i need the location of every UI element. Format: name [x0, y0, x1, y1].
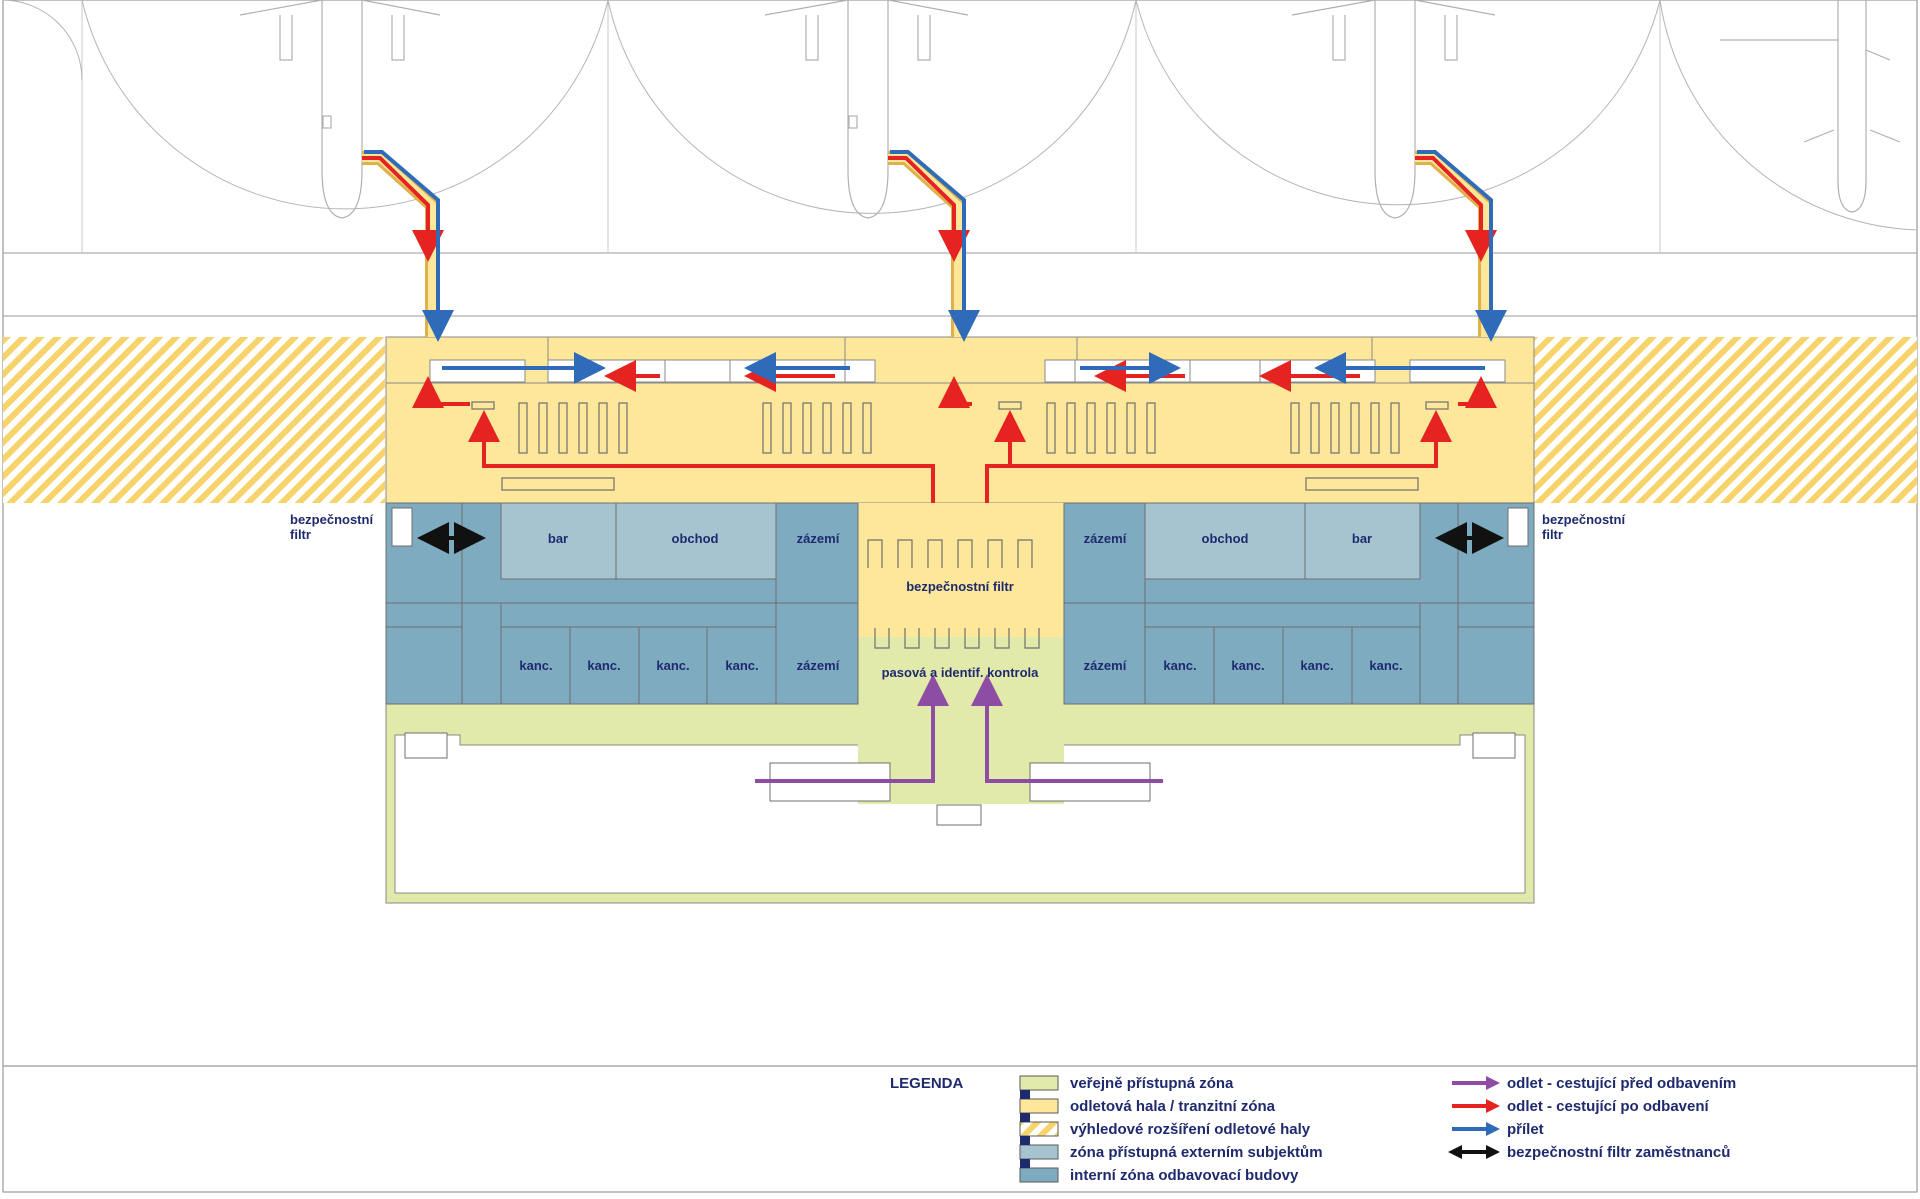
- room-right-backoffice-top: zázemí: [1084, 531, 1127, 546]
- room-left-office-1: kanc.: [519, 658, 552, 673]
- future-expansion-right: [1534, 337, 1917, 503]
- diagram-labels: bezpečnostní filtr bezpečnostní filtr be…: [290, 512, 1625, 680]
- label-security-filter-right-2: filtr: [1542, 527, 1563, 542]
- room-right-office-1: kanc.: [1163, 658, 1196, 673]
- label-security-filter-left-2: filtr: [290, 527, 311, 542]
- room-right-office-3: kanc.: [1300, 658, 1333, 673]
- public-zone: [385, 637, 1535, 904]
- room-left-shop: obchod: [672, 531, 719, 546]
- room-right-office-4: kanc.: [1369, 658, 1402, 673]
- label-security-filter-center: bezpečnostní filtr: [906, 579, 1014, 594]
- room-left-office-2: kanc.: [587, 658, 620, 673]
- aircraft-3: [1291, 0, 1496, 219]
- left-office-block: [385, 502, 859, 705]
- label-security-filter-left-1: bezpečnostní: [290, 512, 373, 527]
- room-right-backoffice-bottom: zázemí: [1084, 658, 1127, 673]
- room-right-shop: obchod: [1202, 531, 1249, 546]
- air-bridges: [362, 151, 1492, 337]
- aircraft-2: [764, 0, 969, 219]
- room-left-backoffice-top: zázemí: [797, 531, 840, 546]
- right-office-block: [1063, 502, 1535, 705]
- label-passport-control: pasová a identif. kontrola: [882, 665, 1040, 680]
- future-expansion-left: [3, 337, 385, 503]
- label-security-filter-right-1: bezpečnostní: [1542, 512, 1625, 527]
- departure-before-screening-arrows: [755, 674, 1163, 783]
- room-right-bar: bar: [1352, 531, 1372, 546]
- room-left-backoffice-bottom: zázemí: [797, 658, 840, 673]
- security-lanes: [867, 539, 1040, 649]
- room-left-office-4: kanc.: [725, 658, 758, 673]
- room-left-office-3: kanc.: [656, 658, 689, 673]
- arrival-arrows: [364, 150, 1507, 384]
- room-left-bar: bar: [548, 531, 568, 546]
- aircraft-4: [1720, 0, 1901, 213]
- room-right-office-2: kanc.: [1231, 658, 1264, 673]
- aircraft-1: [239, 0, 441, 219]
